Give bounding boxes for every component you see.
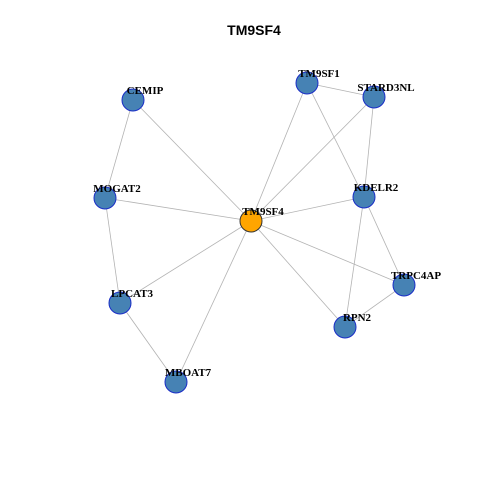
node-stard3nl xyxy=(362,85,386,109)
node-label-lpcat3: LPCAT3 xyxy=(111,288,153,300)
edge-tm9sf4-cemip xyxy=(132,99,252,222)
node-label-stard3nl: STARD3NL xyxy=(357,82,414,94)
edge-mogat2-lpcat3 xyxy=(104,197,121,304)
node-tm9sf4 xyxy=(239,209,263,233)
edge-tm9sf4-rpn2 xyxy=(250,220,346,328)
edge-kdelr2-rpn2 xyxy=(344,196,365,328)
edge-tm9sf1-kdelr2 xyxy=(306,82,365,198)
edge-tm9sf4-mboat7 xyxy=(175,220,252,383)
node-label-mboat7: MBOAT7 xyxy=(165,367,212,379)
node-rpn2 xyxy=(333,315,357,339)
node-label-rpn2: RPN2 xyxy=(343,312,372,324)
edge-tm9sf4-trpc4ap xyxy=(250,220,405,286)
edge-tm9sf4-mogat2 xyxy=(104,197,252,222)
node-label-cemip: CEMIP xyxy=(127,85,164,97)
edge-cemip-mogat2 xyxy=(104,99,134,199)
edge-tm9sf4-stard3nl xyxy=(250,96,375,222)
edge-layer xyxy=(104,82,405,383)
node-label-tm9sf4: TM9SF4 xyxy=(242,206,284,218)
edge-lpcat3-mboat7 xyxy=(119,302,177,383)
node-kdelr2 xyxy=(352,185,376,209)
node-layer xyxy=(93,71,416,394)
edge-tm9sf4-kdelr2 xyxy=(250,196,365,222)
edge-stard3nl-kdelr2 xyxy=(363,96,375,198)
edge-kdelr2-trpc4ap xyxy=(363,196,405,286)
node-cemip xyxy=(121,88,145,112)
node-label-trpc4ap: TRPC4AP xyxy=(391,270,441,282)
node-tm9sf1 xyxy=(295,71,319,95)
node-mboat7 xyxy=(164,370,188,394)
node-label-kdelr2: KDELR2 xyxy=(354,182,399,194)
edge-trpc4ap-rpn2 xyxy=(344,284,405,328)
node-trpc4ap xyxy=(392,273,416,297)
edge-tm9sf4-lpcat3 xyxy=(119,220,252,304)
node-label-tm9sf1: TM9SF1 xyxy=(298,68,340,80)
edge-tm9sf4-tm9sf1 xyxy=(250,82,308,222)
node-lpcat3 xyxy=(108,291,132,315)
node-mogat2 xyxy=(93,186,117,210)
node-label-mogat2: MOGAT2 xyxy=(93,183,141,195)
diagram-title: TM9SF4 xyxy=(227,22,281,38)
